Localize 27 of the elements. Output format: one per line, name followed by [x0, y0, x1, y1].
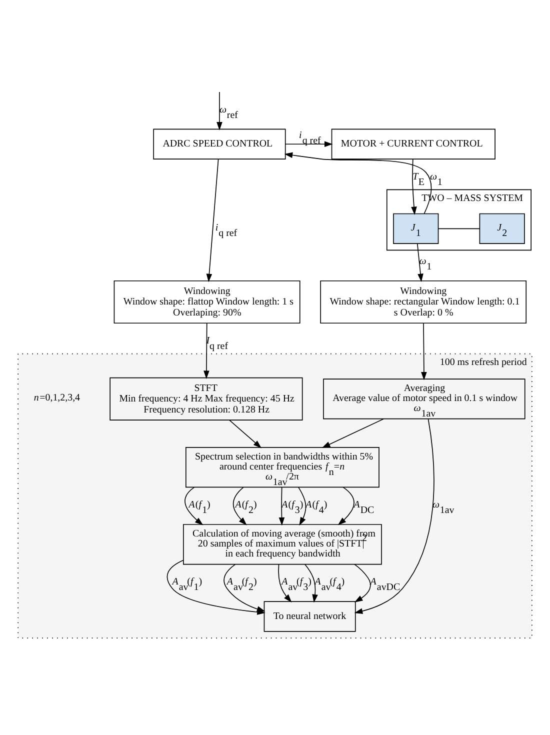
label: n=0,1,2,3,4 [34, 392, 80, 404]
node-box: To neural network [264, 600, 356, 632]
node-box: Windowing Window shape: rectangular Window length: 0.1 s Overlap: 0 % [320, 280, 527, 324]
arrow [411, 158, 417, 214]
arrow [216, 91, 222, 130]
arrow [204, 322, 210, 378]
node-box: Windowing Window shape: flattop Window length: 1 s Overlaping: 90% [114, 280, 300, 324]
arrow [184, 486, 204, 525]
arrow [298, 486, 306, 526]
arrow [229, 419, 262, 448]
arrow [354, 418, 434, 614]
node-box: STFT Min frequency: 4 Hz Max frequency: 45 Hz Frequency resolution: 0.128 Hz [110, 376, 303, 420]
node-box: ADRC SPEED CONTROL [153, 128, 286, 159]
arrow [416, 242, 424, 282]
arrow [322, 418, 384, 448]
arrow [338, 486, 354, 525]
arrow [284, 152, 432, 214]
node-box: MOTOR + CURRENT CONTROL [331, 128, 496, 159]
arrow [224, 564, 266, 612]
arrow [278, 563, 292, 602]
arrow [421, 322, 427, 380]
connector [438, 228, 480, 229]
arrow [284, 140, 333, 147]
arrow [232, 486, 247, 525]
arrow [304, 563, 318, 602]
arrow [354, 563, 371, 602]
arrow [206, 158, 219, 282]
